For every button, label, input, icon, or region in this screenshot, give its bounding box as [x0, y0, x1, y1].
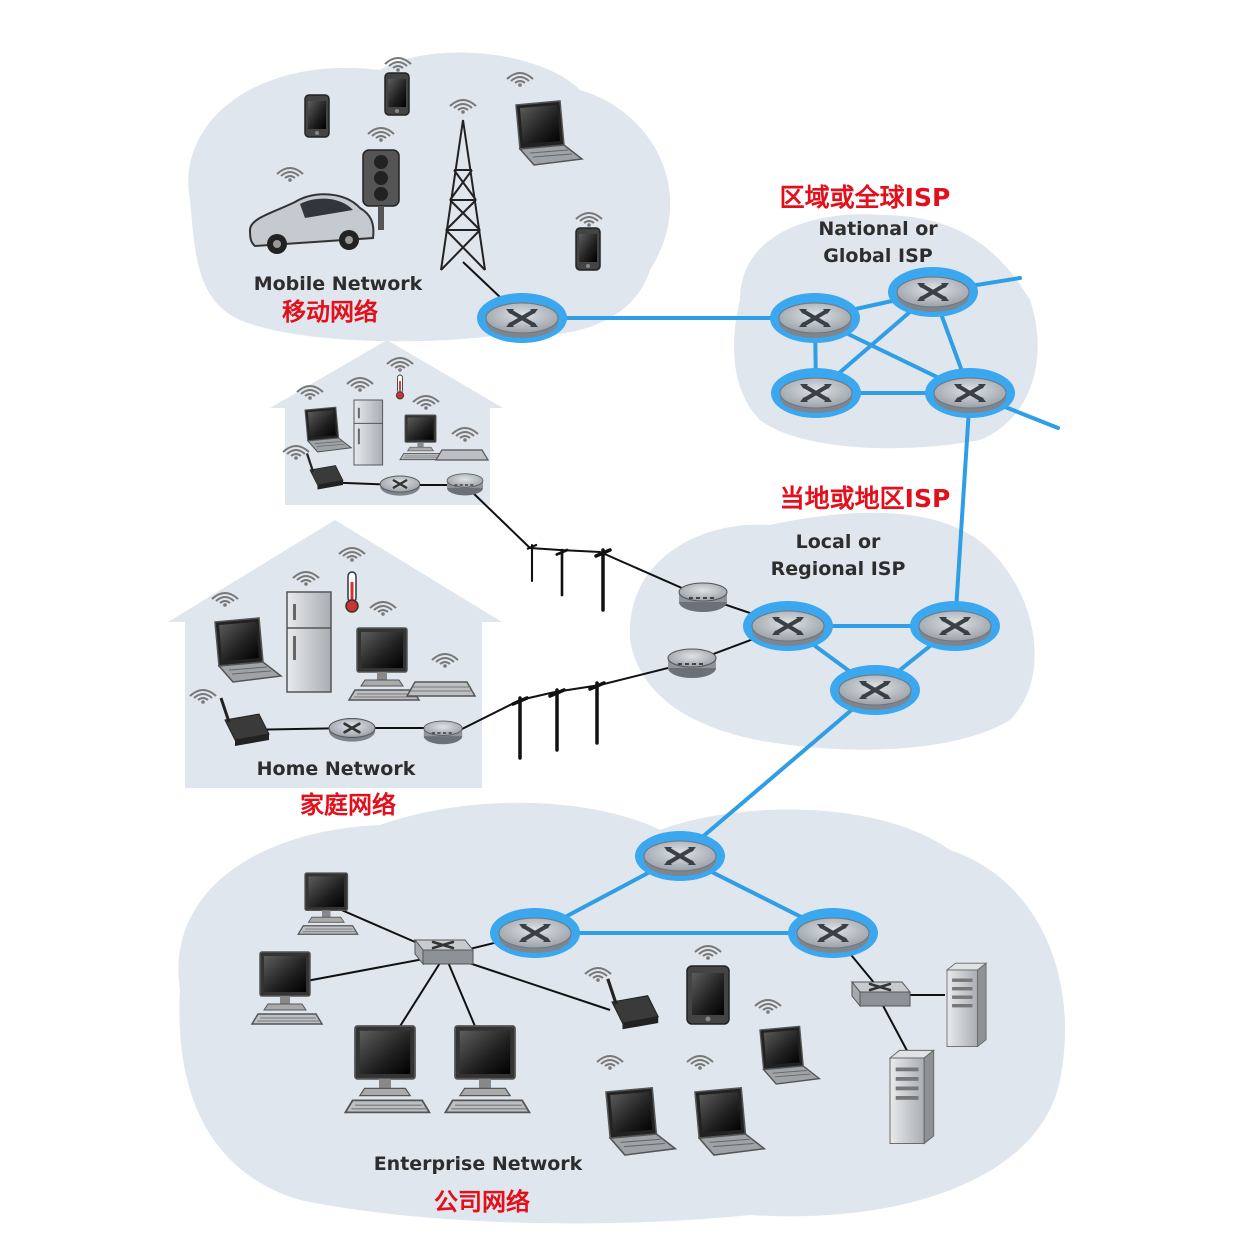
- tablet-icon: [686, 965, 730, 1025]
- enterprise-devices: [251, 872, 987, 1156]
- pole-icon: [588, 681, 606, 745]
- modem-icon: [446, 473, 484, 496]
- server-icon: [889, 1049, 935, 1144]
- pole-icon: [511, 696, 529, 760]
- phone-icon: [575, 227, 601, 271]
- labels: Mobile Network 移动网络 区域或全球ISP National or…: [254, 183, 951, 1216]
- router-icon: [633, 829, 727, 883]
- server-icon: [946, 962, 987, 1047]
- utility-poles: [511, 543, 612, 760]
- mobile-network-label: Mobile Network: [254, 273, 423, 295]
- pole-icon: [594, 548, 612, 612]
- home-network-label: Home Network: [257, 758, 416, 780]
- thermometer-icon: [395, 374, 405, 400]
- local-isp-label-1: Local or: [796, 531, 881, 553]
- cell-tower-icon: [440, 119, 486, 271]
- house-top: [270, 340, 503, 505]
- modem-icon: [423, 720, 463, 745]
- pole-icon: [555, 548, 569, 597]
- keyboard-icon: [434, 449, 490, 461]
- modem-icon: [667, 648, 717, 679]
- home-top-devices: [282, 357, 490, 497]
- local-isp-label-2: Regional ISP: [771, 558, 906, 580]
- local-isp-label-cn: 当地或地区ISP: [780, 484, 951, 513]
- traffic-light-icon: [362, 149, 400, 230]
- national-isp-label-cn: 区域或全球ISP: [780, 183, 951, 212]
- mobile-network-region: [188, 52, 671, 342]
- router-icon: [741, 599, 835, 653]
- router-icon: [769, 366, 863, 420]
- national-isp-label-2: Global ISP: [823, 245, 932, 267]
- link-local-enterprise: [678, 688, 877, 858]
- link-national-local: [953, 391, 972, 628]
- home-network-label-cn: 家庭网络: [300, 791, 396, 819]
- switch-icon: [413, 938, 475, 966]
- thermometer-icon: [345, 571, 359, 613]
- router-icon: [768, 291, 862, 345]
- phone-icon: [304, 94, 330, 138]
- local-isp-region: [629, 512, 1035, 750]
- pole-icon: [548, 688, 566, 752]
- enterprise-network-label: Enterprise Network: [374, 1153, 583, 1175]
- modem-icon: [678, 582, 728, 613]
- fridge-icon: [286, 591, 332, 693]
- mobile-devices: [248, 57, 603, 271]
- router-icon: [786, 906, 880, 960]
- switch-icon: [850, 980, 912, 1008]
- national-isp-label-1: National or: [818, 218, 938, 240]
- router-icon: [923, 366, 1017, 420]
- router-icon: [908, 599, 1002, 653]
- router-icon: [488, 906, 582, 960]
- mobile-network-label-cn: 移动网络: [282, 298, 378, 326]
- router-icon: [828, 663, 922, 717]
- router-icon: [475, 291, 569, 345]
- keyboard-icon: [405, 681, 477, 697]
- car-icon: [248, 193, 375, 254]
- fridge-icon: [353, 399, 384, 466]
- pole-icon: [526, 543, 538, 583]
- home-router-icon: [327, 717, 377, 743]
- home-router-icon: [379, 474, 421, 497]
- home-bottom-devices: [189, 547, 477, 748]
- enterprise-network-label-cn: 公司网络: [434, 1188, 530, 1216]
- router-icon: [886, 265, 980, 319]
- phone-icon: [384, 72, 410, 116]
